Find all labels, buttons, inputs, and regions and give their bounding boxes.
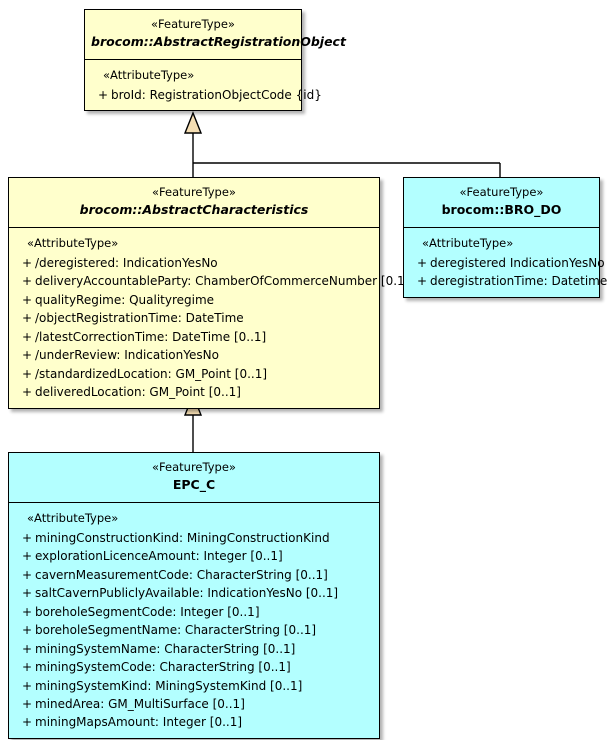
class-name: brocom::AbstractCharacteristics xyxy=(79,202,309,218)
attribute-visibility: + xyxy=(22,696,33,711)
attribute-text: miningConstructionKind: MiningConstructi… xyxy=(35,530,330,545)
attribute-row: + /latestCorrectionTime: DateTime [0..1] xyxy=(13,328,375,346)
attribute-row: + cavernMeasurementCode: CharacterString… xyxy=(13,566,375,584)
attribute-row: + miningConstructionKind: MiningConstruc… xyxy=(13,529,375,547)
class-box-bro-do[interactable]: «FeatureType» brocom::BRO_DO «AttributeT… xyxy=(403,177,607,298)
attribute-text: deregistered IndicationYesNo xyxy=(430,255,605,270)
attribute-visibility: + xyxy=(22,604,33,619)
attribute-text: minedArea: GM_MultiSurface [0..1] xyxy=(35,696,245,711)
attribute-row: + /standardizedLocation: GM_Point [0..1] xyxy=(13,365,375,383)
attribute-row: + miningSystemCode: CharacterString [0..… xyxy=(13,658,375,676)
attribute-text: saltCavernPubliclyAvailable: IndicationY… xyxy=(35,586,339,601)
attribute-text: deregistrationTime: Datetime xyxy=(430,274,608,289)
attribute-visibility: + xyxy=(22,660,33,675)
attribute-compartment-stereotype: «AttributeType» xyxy=(27,235,119,250)
attribute-visibility: + xyxy=(22,255,33,270)
generalization-arrowhead-icon xyxy=(183,111,203,134)
attribute-text: qualityRegime: Qualityregime xyxy=(35,292,215,307)
attribute-text: deliveryAccountableParty: ChamberOfComme… xyxy=(35,274,410,289)
attribute-text: /latestCorrectionTime: DateTime [0..1] xyxy=(35,329,267,344)
attribute-visibility: + xyxy=(22,549,33,564)
generalization-characteristics-to-registration-object xyxy=(183,111,500,177)
attribute-row: + /underReview: IndicationYesNo xyxy=(13,346,375,364)
class-header: «FeatureType» brocom::BRO_DO xyxy=(404,178,599,228)
class-attributes-compartment: «AttributeType» + deregistered Indicatio… xyxy=(404,228,607,297)
attribute-row: + saltCavernPubliclyAvailable: Indicatio… xyxy=(13,584,375,602)
attribute-visibility: + xyxy=(417,255,428,270)
attribute-visibility: + xyxy=(22,586,33,601)
class-name: EPC_C xyxy=(172,477,216,493)
class-header: «FeatureType» brocom::AbstractCharacteri… xyxy=(9,178,379,228)
attribute-visibility: + xyxy=(22,329,33,344)
class-stereotype: «FeatureType» xyxy=(151,17,235,31)
attribute-row: + broId: RegistrationObjectCode {id} xyxy=(89,86,322,104)
attribute-text: miningMapsAmount: Integer [0..1] xyxy=(35,715,243,730)
attribute-text: /objectRegistrationTime: DateTime xyxy=(35,311,244,326)
attribute-row: + deliveredLocation: GM_Point [0..1] xyxy=(13,383,375,401)
attribute-text: /standardizedLocation: GM_Point [0..1] xyxy=(35,366,268,381)
attribute-text: /deregistered: IndicationYesNo xyxy=(35,255,218,270)
attribute-row: + boreholeSegmentName: CharacterString [… xyxy=(13,621,375,639)
attribute-row: + deregistrationTime: Datetime xyxy=(408,272,607,290)
attribute-row: + miningSystemKind: MiningSystemKind [0.… xyxy=(13,677,375,695)
attribute-visibility: + xyxy=(22,530,33,545)
attribute-text: miningSystemCode: CharacterString [0..1] xyxy=(35,660,291,675)
attribute-visibility: + xyxy=(417,274,428,289)
attribute-compartment-stereotype: «AttributeType» xyxy=(27,510,119,525)
attribute-text: broId: RegistrationObjectCode {id} xyxy=(111,87,322,102)
attribute-visibility: + xyxy=(22,641,33,656)
attribute-row: + minedArea: GM_MultiSurface [0..1] xyxy=(13,695,375,713)
class-box-abstract-characteristics[interactable]: «FeatureType» brocom::AbstractCharacteri… xyxy=(8,177,409,409)
attribute-visibility: + xyxy=(22,366,33,381)
class-stereotype: «FeatureType» xyxy=(152,460,236,474)
attribute-row: + boreholeSegmentCode: Integer [0..1] xyxy=(13,603,375,621)
attribute-text: deliveredLocation: GM_Point [0..1] xyxy=(35,385,241,400)
attribute-text: explorationLicenceAmount: Integer [0..1] xyxy=(35,549,283,564)
class-attributes-compartment: «AttributeType» + /deregistered: Indicat… xyxy=(9,228,409,408)
attribute-text: cavernMeasurementCode: CharacterString [… xyxy=(35,567,328,582)
class-attributes-compartment: «AttributeType» + broId: RegistrationObj… xyxy=(85,60,322,111)
class-name: brocom::BRO_DO xyxy=(441,202,562,218)
attribute-text: boreholeSegmentCode: Integer [0..1] xyxy=(35,604,260,619)
attribute-row: + explorationLicenceAmount: Integer [0..… xyxy=(13,547,375,565)
attribute-visibility: + xyxy=(22,274,33,289)
class-box-epc-c[interactable]: «FeatureType» EPC_C «AttributeType» + mi… xyxy=(8,452,380,739)
attribute-visibility: + xyxy=(98,87,109,102)
attribute-row: + deliveryAccountableParty: ChamberOfCom… xyxy=(13,272,409,290)
attribute-row: + miningMapsAmount: Integer [0..1] xyxy=(13,713,375,731)
class-stereotype: «FeatureType» xyxy=(459,185,544,199)
class-name: brocom::AbstractRegistrationObject xyxy=(91,34,346,50)
class-header: «FeatureType» EPC_C xyxy=(9,453,379,503)
attribute-text: /underReview: IndicationYesNo xyxy=(35,348,219,363)
attribute-compartment-stereotype: «AttributeType» xyxy=(103,67,195,82)
attribute-row: + /objectRegistrationTime: DateTime xyxy=(13,309,375,327)
class-attributes-compartment: «AttributeType» + miningConstructionKind… xyxy=(9,503,379,738)
attribute-row: + deregistered IndicationYesNo xyxy=(408,254,605,272)
attribute-visibility: + xyxy=(22,623,33,638)
class-header: «FeatureType» brocom::AbstractRegistrati… xyxy=(85,10,346,60)
attribute-visibility: + xyxy=(22,292,33,307)
attribute-text: boreholeSegmentName: CharacterString [0.… xyxy=(35,623,317,638)
attribute-row: + /deregistered: IndicationYesNo xyxy=(13,254,375,272)
attribute-row: + qualityRegime: Qualityregime xyxy=(13,291,375,309)
attribute-text: miningSystemKind: MiningSystemKind [0..1… xyxy=(35,678,303,693)
class-box-abstract-registration-object[interactable]: «FeatureType» brocom::AbstractRegistrati… xyxy=(84,9,346,112)
attribute-visibility: + xyxy=(22,385,33,400)
attribute-visibility: + xyxy=(22,715,33,730)
attribute-visibility: + xyxy=(22,567,33,582)
attribute-compartment-stereotype: «AttributeType» xyxy=(422,235,514,250)
attribute-visibility: + xyxy=(22,348,33,363)
attribute-text: miningSystemName: CharacterString [0..1] xyxy=(35,641,296,656)
attribute-visibility: + xyxy=(22,678,33,693)
class-stereotype: «FeatureType» xyxy=(152,185,236,199)
attribute-row: + miningSystemName: CharacterString [0..… xyxy=(13,640,375,658)
attribute-visibility: + xyxy=(22,311,33,326)
